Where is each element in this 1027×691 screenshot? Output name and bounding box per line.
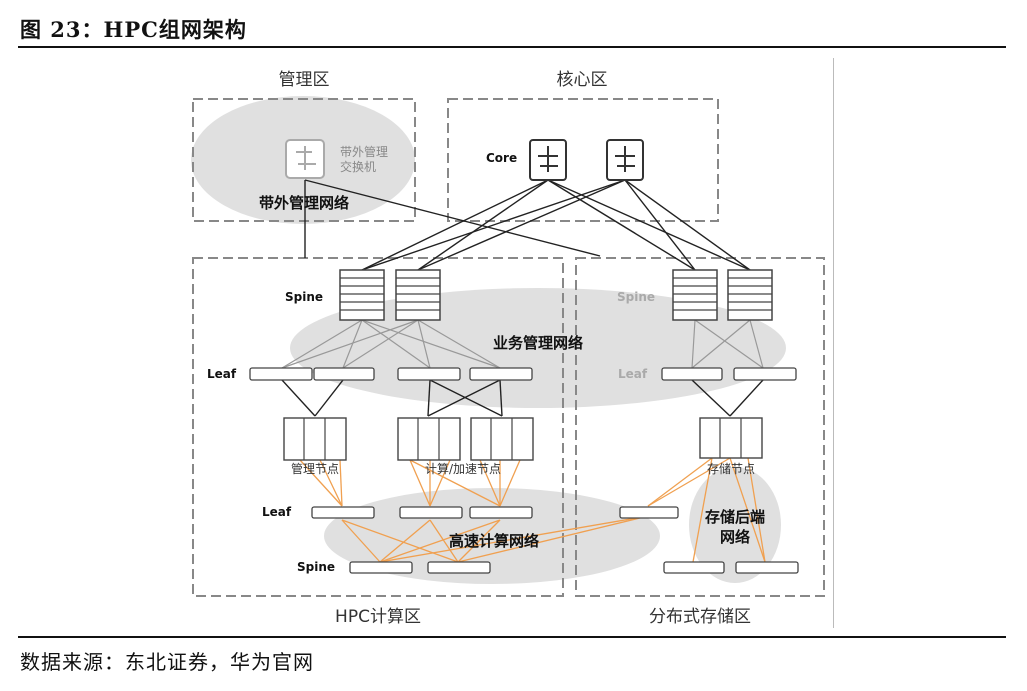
storage-backend-switch [663,561,725,574]
storage-zone-label: 分布式存储区 [649,607,751,627]
leaf-storage-label: Leaf [618,367,648,381]
management-zone-label: 管理区 [279,70,330,90]
leaf-label: Leaf [207,367,237,381]
figure-title: 图 23：HPC组网架构 [20,17,247,42]
oob-network-label: 带外管理网络 [259,194,349,212]
storage-backend-network-area [689,467,781,583]
spine-server-icon-1 [339,269,385,321]
leaf-switch [313,367,375,381]
rack-dividers [303,418,742,460]
spine-server-icon-4 [727,269,773,321]
hs-leaf-label: Leaf [262,505,292,519]
bottom-rule [18,636,1006,638]
core-router-icon-1 [529,139,567,181]
spine-storage-label: Spine [617,290,655,304]
high-speed-links [299,457,766,563]
spine-leaf-links [281,319,764,369]
leaf-switches [249,367,797,381]
hs-spine-switch [349,561,413,574]
oob-switch-label-1: 带外管理 [340,144,388,159]
core-router-icon-2 [606,139,644,181]
compute-node-rack [470,417,534,461]
mgmt-nodes-label: 管理节点 [291,461,339,476]
storage-backend-label-1: 存储后端 [705,508,765,526]
top-rule [18,46,1006,48]
hpc-zone [192,257,564,597]
storage-zone [575,257,825,597]
mgmt-node-rack [283,417,347,461]
management-zone [192,98,416,222]
storage-node-rack [699,417,763,459]
hs-leaf-switch [619,506,679,519]
storage-backend-label-2: 网络 [720,528,750,546]
leaf-switch [249,367,313,381]
storage-backend-switch [735,561,799,574]
leaf-node-links [281,379,764,417]
server-racks [283,417,763,461]
hs-leaf-switch [311,506,375,519]
business-network-label: 业务管理网络 [493,334,583,352]
core-spine-links [304,179,751,271]
hs-spine-label: Spine [297,560,335,574]
leaf-switch [397,367,461,381]
leaf-switch [469,367,533,381]
core-zone [447,98,719,222]
hs-spine-switch [427,561,491,574]
compute-nodes-label: 计算/加速节点 [425,461,501,476]
right-divider [833,58,834,628]
spine-server-icon-2 [395,269,441,321]
figure-source: 数据来源：东北证券，华为官网 [20,650,314,674]
leaf-switch [733,367,797,381]
core-zone-label: 核心区 [557,70,608,90]
hs-leaf-switch [469,506,533,519]
spine-label: Spine [285,290,323,304]
storage-nodes-label: 存储节点 [707,461,755,476]
hs-leaf-switch [399,506,463,519]
compute-node-rack [397,417,461,461]
hpc-zone-label: HPC计算区 [335,607,421,627]
hs-spine-switches [349,561,799,574]
leaf-switch [661,367,723,381]
oob-switch-icon [285,139,325,179]
oob-switch-label-2: 交换机 [340,159,376,174]
spine-server-icon-3 [672,269,718,321]
high-speed-network-label: 高速计算网络 [449,532,539,550]
hs-leaf-switches [311,506,679,519]
core-label: Core [486,151,517,165]
